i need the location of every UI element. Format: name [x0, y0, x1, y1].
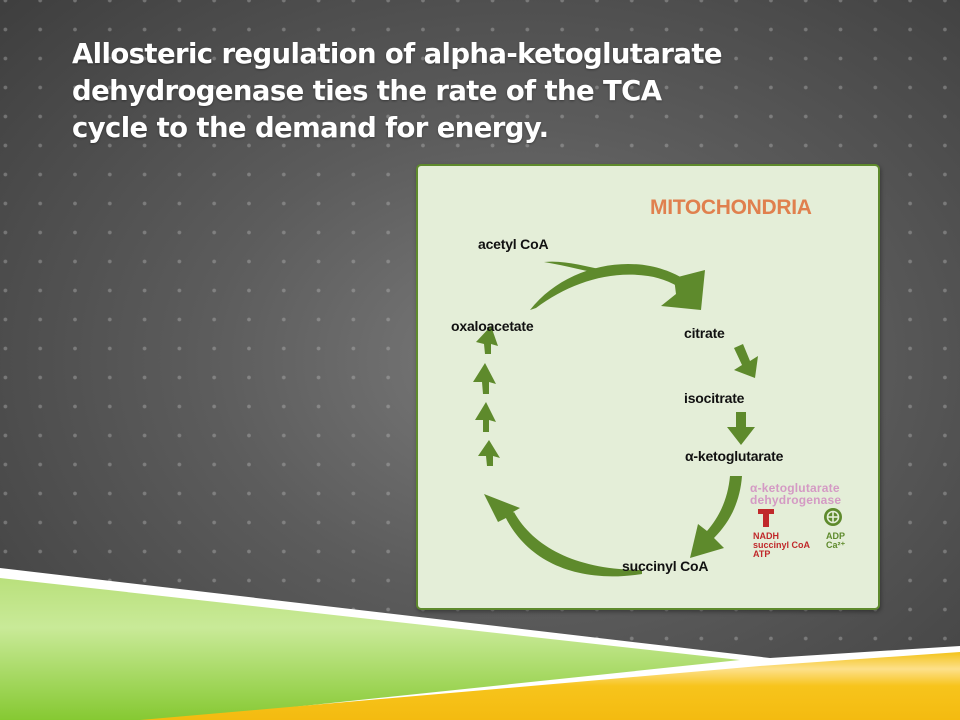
activator-list: ADP Ca²⁺ [826, 532, 845, 550]
enzyme-label-line-2: dehydrogenase [750, 493, 842, 507]
activator-calcium: Ca²⁺ [826, 540, 846, 550]
enzyme-label: α-ketoglutarate dehydrogenase [750, 482, 841, 506]
label-succinyl-coa: succinyl CoA [622, 558, 709, 574]
inhibitor-succinyl-coa: succinyl CoA [753, 540, 811, 550]
cycle-arrows [473, 261, 758, 577]
green-band [0, 578, 740, 720]
yellow-band [140, 652, 960, 720]
arrow-akg-to-succinylcoa-icon [690, 476, 742, 558]
activation-plus-icon [824, 508, 842, 526]
inhibitor-atp: ATP [753, 549, 771, 559]
label-oxaloacetate: oxaloacetate [451, 318, 534, 334]
arrow-up-3-icon [473, 363, 496, 394]
arrow-up-1-icon [478, 440, 500, 466]
inhibitor-list: NADH succinyl CoA ATP [753, 532, 810, 559]
title-line-2: dehydrogenase ties the rate of the TCA [72, 75, 662, 107]
arrow-up-4-icon [476, 326, 498, 354]
arrow-isocitrate-to-akg-icon [727, 412, 755, 445]
label-acetyl-coa: acetyl CoA [478, 236, 549, 252]
inhibitor-nadh: NADH [753, 531, 779, 541]
label-citrate: citrate [684, 325, 725, 341]
arrow-acetylcoa-to-citrate-icon [530, 261, 705, 310]
enzyme-label-line-1: α-ketoglutarate [750, 481, 840, 495]
tca-cycle-diagram-panel: MITOCHONDRIA acetyl CoA oxaloacetate cit… [416, 164, 880, 610]
slide-title: Allosteric regulation of alpha-ketogluta… [72, 36, 792, 147]
label-alpha-ketoglutarate: α-ketoglutarate [685, 448, 784, 464]
activator-adp: ADP [826, 531, 846, 541]
arrow-citrate-to-isocitrate-icon [734, 344, 758, 378]
arrow-up-2-icon [475, 402, 496, 432]
label-isocitrate: isocitrate [684, 390, 745, 406]
inhibition-tbar-icon [758, 509, 774, 527]
title-line-3: cycle to the demand for energy. [72, 112, 549, 144]
title-line-1: Allosteric regulation of alpha-ketogluta… [72, 38, 723, 70]
compartment-label: MITOCHONDRIA [650, 196, 812, 219]
arrow-succinylcoa-to-oxaloacetate-icon [484, 494, 642, 577]
